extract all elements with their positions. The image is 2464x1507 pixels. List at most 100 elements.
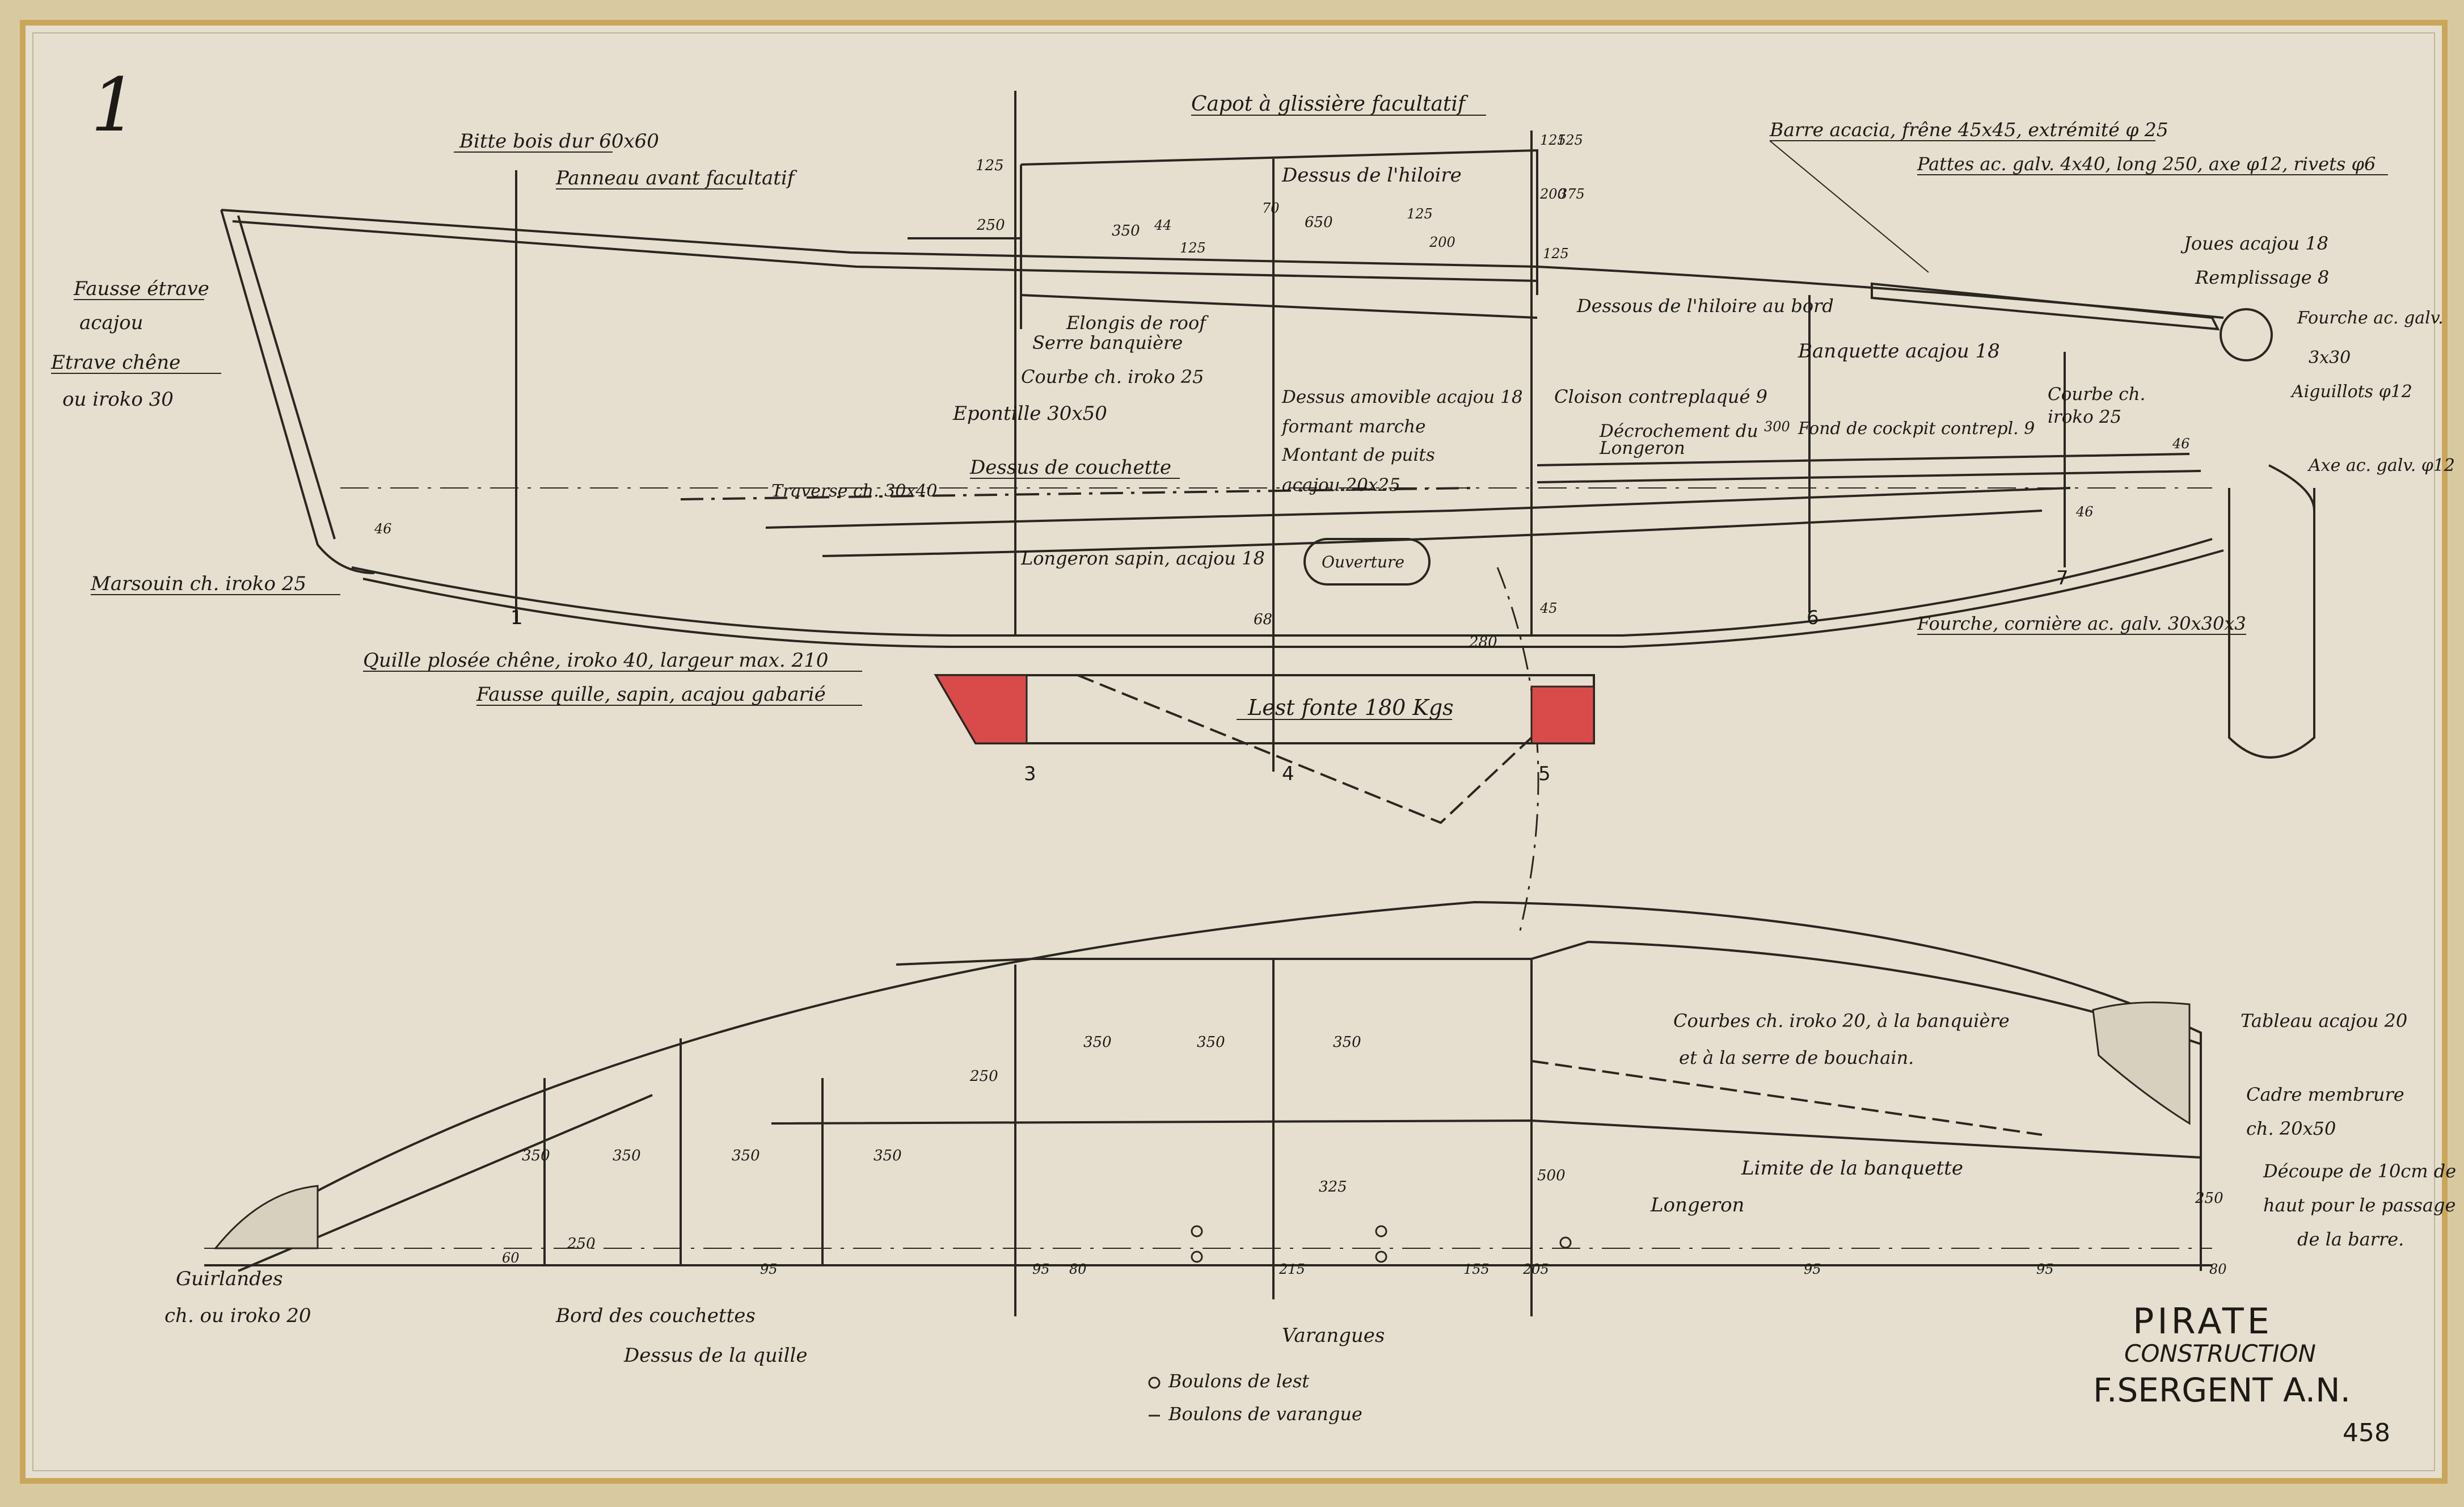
dim: 300 [1764, 419, 1790, 435]
label-courbe-iroko: Courbe ch. iroko 25 [1021, 366, 1204, 388]
coachroof [1020, 149, 1538, 295]
label-cadre-3: Découpe de 10cm de [2263, 1160, 2456, 1182]
dim: 250 [969, 1068, 998, 1085]
label-dessus-amovible-1: Dessus amovible acajou 18 [1281, 387, 1523, 407]
dim: 60 [502, 1250, 520, 1266]
label-boulons-varangue: Boulons de varangue [1168, 1403, 1362, 1425]
label-bitte: Bitte bois dur 60x60 [459, 130, 659, 153]
label-quille: Quille plosée chêne, iroko 40, largeur m… [363, 649, 828, 672]
plan-annotations: Courbes ch. iroko 20, à la banquière et … [164, 1010, 2456, 1425]
dim: 350 [732, 1147, 760, 1164]
label-banquette: Banquette acajou 18 [1798, 340, 2000, 363]
dim: 125 [1407, 206, 1433, 222]
label-longeron: Longeron [1650, 1194, 1744, 1216]
dim: 200 [1429, 234, 1455, 250]
label-courbe-ch-2: iroko 25 [2048, 407, 2121, 427]
label-guirlandes-2: ch. ou iroko 20 [164, 1304, 311, 1327]
hull-bottom [351, 538, 2213, 637]
dim: 125 [976, 157, 1004, 174]
profile-annotations: Bitte bois dur 60x60 Panneau avant facul… [50, 92, 2455, 720]
profile-dimensions: 125 250 350 44 125 650 125 200 70 125 12… [374, 132, 2190, 651]
label-dessous-hiloire: Dessous de l'hiloire au bord [1576, 295, 1834, 317]
ballast-bolts [1191, 1225, 1572, 1263]
sheet-number: 1 [91, 62, 138, 148]
label-panneau: Panneau avant facultatif [555, 167, 798, 190]
label-etrave-2: ou iroko 30 [62, 388, 174, 411]
tiller [1871, 282, 2220, 331]
label-montant-1: Montant de puits [1281, 445, 1435, 465]
dim: 125 [1540, 132, 1566, 148]
label-aiguillots: Aiguillots φ12 [2290, 382, 2412, 402]
label-joues: Joues acajou 18 [2180, 233, 2328, 254]
transom-knee [2092, 1001, 2191, 1125]
label-tableau: Tableau acajou 20 [2241, 1010, 2407, 1032]
dim: 350 [874, 1147, 902, 1164]
dim: 350 [1197, 1034, 1225, 1051]
dim: 500 [1537, 1167, 1566, 1184]
dim: 95 [1032, 1261, 1050, 1277]
station-6: 6 [1807, 607, 1819, 629]
dim: 205 [1522, 1261, 1549, 1277]
label-limite: Limite de la banquette [1741, 1157, 1963, 1180]
ballast-lead-fwd [934, 674, 1028, 744]
label-fourche-galv: Fourche ac. galv. [2297, 308, 2444, 328]
station-4: 4 [1282, 763, 1294, 785]
dim: 350 [1112, 222, 1140, 239]
dim: 375 [1559, 186, 1585, 202]
dim: 125 [1543, 246, 1569, 262]
plan-dimensions: 350 350 350 250 350 350 350 350 250 325 … [502, 1034, 2227, 1277]
dim: 350 [1333, 1034, 1361, 1051]
deck-line [232, 220, 1538, 282]
label-fausse-etrave-1: Fausse étrave [73, 277, 209, 300]
station-7: 7 [2056, 567, 2069, 590]
label-fausse-quille: Fausse quille, sapin, acajou gabarié [476, 683, 826, 706]
rudder [2228, 488, 2315, 759]
station-5: 5 [1538, 763, 1551, 785]
label-cadre-1: Cadre membrure [2246, 1084, 2404, 1105]
label-epontille: Epontille 30x50 [952, 402, 1107, 425]
dim: 80 [1069, 1261, 1087, 1277]
plan-sheer [214, 900, 2202, 1249]
label-varangues: Varangues [1282, 1324, 1385, 1347]
label-guirlandes-1: Guirlandes [176, 1268, 283, 1290]
paper-sheet [20, 20, 2448, 1484]
dim: 250 [976, 217, 1005, 234]
dim: 350 [613, 1147, 641, 1164]
dim: 46 [2172, 436, 2190, 452]
dim: 125 [1557, 132, 1583, 148]
label-ouverture: Ouverture [1322, 553, 1404, 571]
dim: 215 [1279, 1261, 1305, 1277]
dim: 250 [567, 1235, 596, 1252]
dim: 46 [2075, 504, 2094, 520]
dim: 350 [522, 1147, 550, 1164]
label-decrochement-2: Longeron [1599, 438, 1685, 458]
bow-breasthook [213, 1185, 319, 1249]
label-barre: Barre acacia, frêne 45x45, extrémité φ 2… [1769, 119, 2168, 141]
label-fond-cockpit: Fond de cockpit contrepl. 9 [1798, 419, 2035, 439]
title-designer: F.SERGENT A.N. [2093, 1371, 2351, 1409]
title-name: PIRATE [2133, 1300, 2273, 1342]
label-remplissage: Remplissage 8 [2195, 267, 2329, 288]
dim: 45 [1539, 600, 1558, 616]
label-fourche-corniere: Fourche, cornière ac. galv. 30x30x3 [1917, 613, 2246, 634]
dim: 200 [1539, 186, 1566, 202]
title-subtitle: CONSTRUCTION [2124, 1340, 2316, 1367]
catalog-number: 458 [2343, 1418, 2390, 1447]
dim: 155 [1463, 1261, 1490, 1277]
label-dessus-quille: Dessus de la quille [623, 1344, 807, 1367]
dim: 325 [1319, 1178, 1347, 1196]
label-cadre-5: de la barre. [2297, 1228, 2404, 1250]
dim: 70 [1262, 200, 1280, 216]
label-dessus-amovible-2: formant marche [1281, 416, 1425, 437]
label-traverse: Traverse ch. 30x40 [771, 481, 937, 501]
label-axe: Axe ac. galv. φ12 [2307, 456, 2455, 475]
ballast-bolt-symbol [1148, 1376, 1161, 1389]
profile-view [220, 91, 2315, 931]
label-capot: Capot à glissière facultatif [1191, 92, 1469, 116]
label-longeron-sapin: Longeron sapin, acajou 18 [1020, 548, 1265, 569]
dim: 125 [1180, 240, 1206, 256]
label-marsouin: Marsouin ch. iroko 25 [90, 573, 306, 595]
label-bord: Bord des couchettes [555, 1304, 756, 1327]
keel [362, 549, 2224, 648]
label-elongis: Elongis de roof [1066, 312, 1209, 334]
